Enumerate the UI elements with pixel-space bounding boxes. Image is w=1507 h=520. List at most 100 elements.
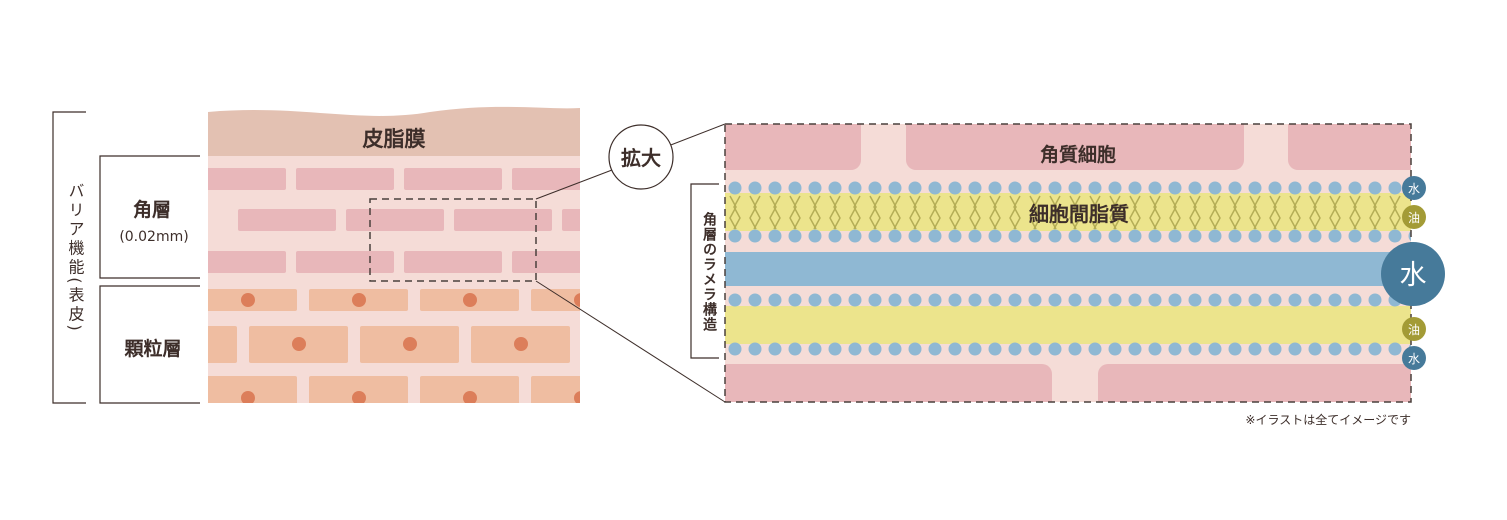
- lipid-head: [1168, 342, 1182, 356]
- granular-cell: [309, 376, 408, 403]
- cell-nucleus: [352, 391, 366, 403]
- sebum-membrane: [208, 106, 580, 156]
- corneum-cell: [296, 168, 394, 190]
- lipid-head: [1108, 342, 1122, 356]
- lipid-head: [948, 293, 962, 307]
- lipid-head: [1148, 293, 1162, 307]
- lipid-head: [1168, 293, 1182, 307]
- lipid-head: [1248, 342, 1262, 356]
- corneum-cell: [512, 168, 580, 190]
- corneum-cell: [404, 251, 502, 273]
- lipid-head: [1248, 293, 1262, 307]
- intercellular-lipid-label: 細胞間脂質: [1029, 202, 1129, 226]
- water-badge-bottom: 水: [1402, 346, 1426, 370]
- lipid-head: [868, 229, 882, 243]
- lipid-head: [1128, 229, 1142, 243]
- lipid-head: [1168, 181, 1182, 195]
- granular-cell: [531, 376, 580, 403]
- stratum-corneum-thickness: (0.02mm): [119, 229, 188, 245]
- lipid-head: [1048, 342, 1062, 356]
- lipid-head: [1248, 181, 1262, 195]
- lipid-head: [848, 342, 862, 356]
- lipid-head: [808, 293, 822, 307]
- lipid-head: [1228, 181, 1242, 195]
- lipid-head: [988, 342, 1002, 356]
- lipid-head: [1388, 342, 1402, 356]
- lipid-head: [1368, 181, 1382, 195]
- granular-layer-cells: [181, 289, 681, 403]
- lipid-head: [1288, 342, 1302, 356]
- lipid-head: [948, 181, 962, 195]
- lipid-head: [1368, 229, 1382, 243]
- lipid-head: [1268, 342, 1282, 356]
- lipid-head: [1148, 229, 1162, 243]
- corneum-bracket: [99, 155, 200, 279]
- lipid-head: [1048, 229, 1062, 243]
- zoom-label: 拡大: [621, 146, 661, 170]
- lipid-head: [1328, 181, 1342, 195]
- lipid-head: [1068, 229, 1082, 243]
- lipid-head: [788, 342, 802, 356]
- lipid-head: [1228, 229, 1242, 243]
- lamellar-structure: [725, 124, 1411, 402]
- lipid-head: [868, 293, 882, 307]
- corneum-cell: [562, 209, 580, 231]
- lipid-head: [968, 342, 982, 356]
- corneocyte-bottom-left: [725, 364, 1052, 402]
- barrier-function-label: バリア機能(表皮): [66, 182, 85, 333]
- lipid-head: [1188, 342, 1202, 356]
- lipid-head: [1388, 181, 1402, 195]
- corneocyte-top-center: [906, 124, 1244, 170]
- svg-text:油: 油: [1408, 323, 1420, 337]
- lipid-head: [748, 229, 762, 243]
- corneocyte-top-left: [725, 124, 861, 170]
- barrier-bracket: [52, 111, 86, 404]
- lipid-head: [888, 229, 902, 243]
- granular-cell: [582, 326, 681, 363]
- lipid-head: [1228, 342, 1242, 356]
- lipid-head: [1008, 229, 1022, 243]
- lipid-head: [1068, 181, 1082, 195]
- corneum-cell: [238, 209, 336, 231]
- cell-nucleus: [181, 337, 195, 351]
- zoom-connector-top-right: [662, 123, 726, 149]
- lipid-head: [1028, 229, 1042, 243]
- granular-cell: [208, 326, 237, 363]
- lipid-head: [1208, 293, 1222, 307]
- svg-text:水: 水: [1400, 260, 1427, 291]
- lipid-head: [1308, 293, 1322, 307]
- lipid-head: [748, 342, 762, 356]
- lipid-head: [928, 293, 942, 307]
- lipid-head: [788, 181, 802, 195]
- lipid-head: [1348, 342, 1362, 356]
- lipid-head: [1148, 342, 1162, 356]
- lipid-head: [1148, 181, 1162, 195]
- cell-nucleus: [241, 391, 255, 403]
- corneum-cell: [346, 209, 444, 231]
- cell-nucleus: [403, 337, 417, 351]
- lipid-head: [1328, 229, 1342, 243]
- lipid-head: [1108, 181, 1122, 195]
- lipid-head: [1348, 181, 1362, 195]
- corneum-cell: [454, 209, 552, 231]
- sebum-label: 皮脂膜: [363, 127, 426, 151]
- svg-text:水: 水: [1408, 352, 1420, 366]
- lipid-head: [1308, 342, 1322, 356]
- oil-badge-top: 油: [1402, 205, 1426, 229]
- corneum-cell: [512, 251, 580, 273]
- lipid-head: [1208, 342, 1222, 356]
- lipid-head: [1048, 181, 1062, 195]
- lipid-head: [948, 342, 962, 356]
- lipid-head: [728, 342, 742, 356]
- lipid-head: [1048, 293, 1062, 307]
- lipid-head: [1208, 181, 1222, 195]
- lipid-head: [1028, 293, 1042, 307]
- lipid-head: [1128, 181, 1142, 195]
- stratum-corneum-label: 角層: [133, 198, 171, 221]
- lipid-head: [1228, 293, 1242, 307]
- lipid-head: [1368, 293, 1382, 307]
- svg-text:水: 水: [1408, 182, 1420, 196]
- lipid-head: [1188, 181, 1202, 195]
- lipid-head: [1388, 229, 1402, 243]
- cell-nucleus: [574, 391, 580, 403]
